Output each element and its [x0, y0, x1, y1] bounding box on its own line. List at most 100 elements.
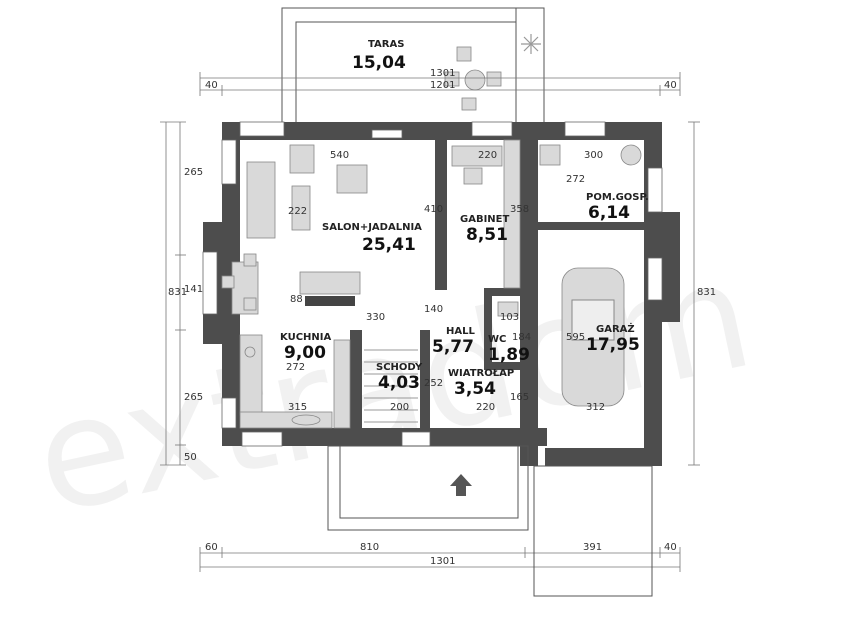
dim-358: 358	[510, 204, 529, 215]
room-name-garaz: GARAŻ	[596, 321, 635, 335]
kitchen-island	[299, 271, 361, 295]
wall-hall-top	[484, 288, 522, 296]
wall-garage-partition	[520, 122, 538, 466]
car-windshield	[571, 299, 615, 341]
kitchen-counter	[333, 339, 351, 429]
terrace-chair	[486, 71, 502, 87]
dim-left-265-top: 265	[184, 167, 203, 178]
dim-272: 272	[566, 174, 585, 185]
window	[241, 431, 283, 447]
dim-left-265-bottom: 265	[184, 392, 203, 403]
room-area-taras: 15,04	[352, 53, 406, 73]
room-name-salon: SALON+JADALNIA	[322, 222, 422, 233]
room-area-pomgosp: 6,14	[588, 203, 630, 223]
room-area-gabinet: 8,51	[466, 225, 508, 245]
dim-left-141: 141	[184, 284, 203, 295]
dim-330: 330	[366, 312, 385, 323]
wc-sink	[497, 301, 519, 317]
dim-right-831: 831	[697, 287, 716, 298]
window	[471, 121, 513, 137]
dim-184: 184	[512, 332, 531, 343]
dim-bottom-810: 810	[360, 542, 379, 553]
room-name-gabinet: GABINET	[460, 214, 509, 225]
room-name-taras: TARAS	[368, 39, 404, 50]
dim-bottom-1301: 1301	[430, 556, 455, 567]
terrace-table	[464, 69, 486, 91]
wall-gabinet	[435, 140, 447, 290]
wall-wc-left	[484, 288, 492, 368]
driveway	[533, 465, 653, 597]
dim-top-1301: 1301	[430, 68, 455, 79]
room-name-wiatrolap: WIATROŁAP	[448, 368, 514, 379]
terrace-planter	[515, 7, 545, 126]
dimension-lines-top	[199, 72, 681, 96]
wall-stairs-right	[420, 330, 430, 442]
window	[401, 431, 431, 447]
dim-300: 300	[584, 150, 603, 161]
terrace-chair	[444, 71, 460, 87]
window	[564, 121, 606, 137]
dining-chair	[221, 275, 235, 289]
dim-165: 165	[510, 392, 529, 403]
dim-88: 88	[290, 294, 303, 305]
wall-bottom	[222, 428, 547, 446]
window	[202, 251, 218, 315]
dim-140: 140	[424, 304, 443, 315]
terrace	[281, 7, 545, 126]
room-area-wiatrolap: 3,54	[454, 379, 496, 399]
office-chair	[463, 167, 483, 185]
dim-left-831: 831	[168, 287, 187, 298]
dim-left-50: 50	[184, 452, 197, 463]
dimension-lines-side	[160, 121, 700, 466]
dim-410: 410	[424, 204, 443, 215]
wall-top	[222, 122, 662, 140]
dimension-lines-bottom	[199, 547, 681, 572]
dim-220-wiatrolap: 220	[476, 402, 495, 413]
room-area-kuchnia: 9,00	[284, 343, 326, 363]
dim-top-40-left: 40	[205, 80, 218, 91]
room-name-hall: HALL	[446, 326, 475, 337]
terrace-chair	[461, 97, 477, 111]
dim-200: 200	[390, 402, 409, 413]
window	[239, 121, 285, 137]
utility-appliance	[539, 144, 561, 166]
coffee-table	[291, 185, 311, 231]
wall-stairs-left	[350, 330, 362, 442]
dim-222: 222	[288, 206, 307, 217]
stove-burner	[244, 346, 256, 358]
dim-top-40-right: 40	[664, 80, 677, 91]
windows	[202, 121, 663, 447]
entrance-step	[339, 445, 519, 519]
dim-315: 315	[288, 402, 307, 413]
wall-bottom-garage	[545, 448, 660, 466]
armchair	[289, 144, 315, 174]
window	[221, 139, 237, 185]
armchair	[336, 164, 368, 194]
room-area-schody: 4,03	[378, 373, 420, 393]
fireplace	[305, 296, 355, 306]
room-area-hall: 5,77	[432, 337, 474, 357]
wall-pomgosp	[538, 222, 644, 230]
dim-540: 540	[330, 150, 349, 161]
window	[371, 129, 403, 139]
room-name-wc: WC	[488, 334, 506, 345]
stairs	[364, 349, 418, 423]
furniture	[221, 139, 642, 429]
dim-312: 312	[586, 402, 605, 413]
window	[221, 397, 237, 429]
dim-272-kitchen: 272	[286, 362, 305, 373]
window	[647, 167, 663, 213]
plant-icon	[521, 34, 541, 54]
dining-chair	[243, 253, 257, 267]
room-area-garaz: 17,95	[586, 335, 640, 355]
room-area-salon: 25,41	[362, 235, 416, 255]
dim-bottom-60: 60	[205, 542, 218, 553]
dim-top-1201: 1201	[430, 80, 455, 91]
terrace-chair	[456, 46, 472, 62]
room-name-schody: SCHODY	[376, 362, 423, 373]
sink	[291, 414, 321, 426]
sofa	[246, 161, 276, 239]
dim-595: 595	[566, 332, 585, 343]
